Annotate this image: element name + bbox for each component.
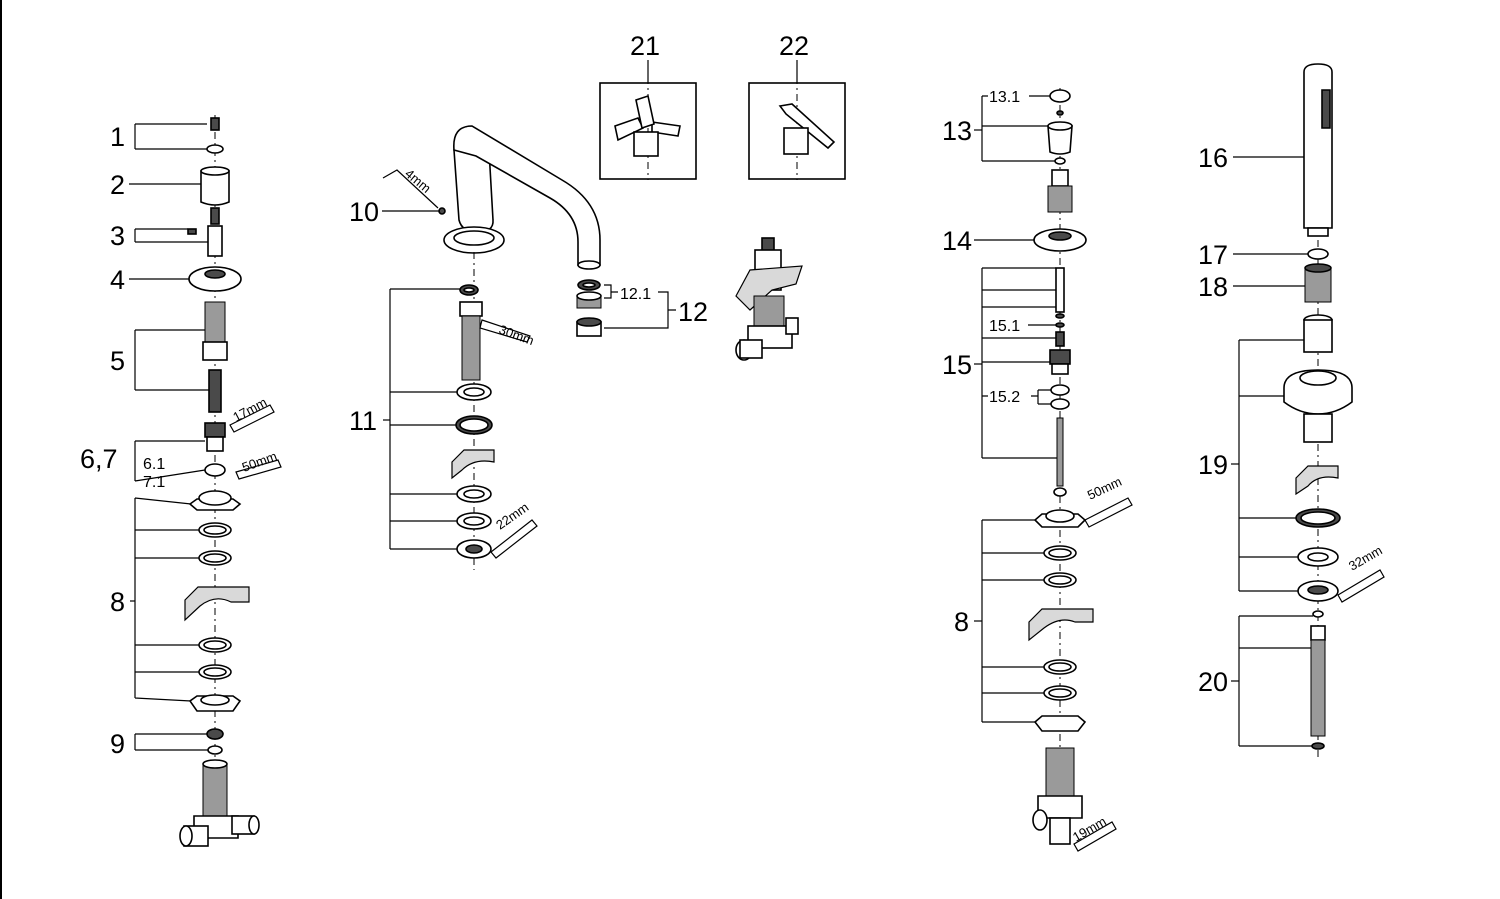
callout-22: 22 [779,31,809,61]
wrench-32mm-icon [1337,569,1385,603]
wrench-50mm-icon [235,459,282,480]
part-15-spindle [1055,267,1065,313]
tool-4mm: 4mm [402,166,434,196]
callout-21: 21 [630,31,660,61]
callout-10: 10 [349,197,379,227]
callout-8-right: 8 [954,607,969,637]
part-13-1-cap [1049,89,1071,103]
part-9-seal [206,728,224,740]
hand-shower-assembly [1231,63,1385,760]
callout-18: 18 [1198,272,1228,302]
callout-7-1: 7.1 [143,474,165,491]
left-valve-assembly [129,115,282,847]
callout-12-1: 12.1 [620,286,651,303]
callout-12: 12 [678,297,708,327]
wrench-22mm-icon [490,519,538,559]
callout-9: 9 [110,729,125,759]
part-15-rod [1056,417,1064,487]
callout-16: 16 [1198,143,1228,173]
valve-body-thread-right [1045,747,1075,805]
callout-4: 4 [110,265,125,295]
callout-15: 15 [942,350,972,380]
part-16-hand-shower [1303,63,1333,229]
tool-50mm-right: 50mm [1085,474,1124,503]
part-20-hose-connector [1310,639,1326,737]
tool-22mm: 22mm [493,499,531,532]
part-18-nut [1304,267,1332,303]
callout-3: 3 [110,221,125,251]
wrench-17mm-icon [229,404,275,433]
handle-21-cross-icon [633,131,659,157]
part-5-rod [208,369,222,413]
wrench-50mm-right-icon [1084,497,1133,528]
callout-15-1: 15.1 [989,318,1020,335]
spout-assembly [382,125,676,570]
callout-13: 13 [942,116,972,146]
part-8-nut-bottom-right [1033,715,1087,732]
part-3-spindle [207,225,223,257]
part-1-cap [206,144,224,154]
callout-1: 1 [110,122,125,152]
callout-13-1: 13.1 [989,89,1020,106]
handle-22-lever-icon [778,103,836,150]
part-17-seal [1307,248,1329,260]
valve-body-thread [202,763,228,817]
part-7-washer [204,463,226,477]
handle-variants [599,60,846,180]
part-6-cartridge [204,422,226,438]
callout-labels: 1 2 3 4 5 6,7 6.1 7.1 8 9 10 11 12 12.1 … [80,31,1228,759]
part-13-sleeve [1047,125,1073,155]
countertop-section-2 [451,449,495,480]
part-11-threaded-stud [461,315,481,381]
part-2-sleeve [200,170,230,206]
part-1-screw [210,117,220,131]
callout-15-2: 15.2 [989,389,1020,406]
tool-32mm: 32mm [1346,543,1385,574]
part-15-cartridge [1049,349,1071,365]
callout-17: 17 [1198,240,1228,270]
tool-17mm: 17mm [230,394,269,424]
right-valve-assembly [974,88,1133,852]
callout-19: 19 [1198,450,1228,480]
callout-6-1: 6.1 [143,456,165,473]
countertop-section-4 [1295,465,1339,496]
callout-2: 2 [110,170,125,200]
callout-11: 11 [349,406,377,436]
tool-50mm-left: 50mm [240,448,279,474]
part-19-holder [1303,319,1333,353]
callout-5: 5 [110,346,125,376]
allen-key-4mm-icon [382,169,439,209]
rough-in-valve-body [735,237,803,361]
callout-14: 14 [942,226,972,256]
part-5-threaded-sleeve [204,301,226,345]
wrench-19mm-icon [1073,821,1117,852]
callout-20: 20 [1198,667,1228,697]
countertop-section-3 [1028,608,1094,642]
callout-6-7: 6,7 [80,444,118,474]
tool-30mm: 30mm [497,322,536,348]
callout-8-left: 8 [110,587,125,617]
countertop-section [184,586,250,622]
wrench-30mm-icon [479,319,531,343]
spout-arm [453,125,601,266]
